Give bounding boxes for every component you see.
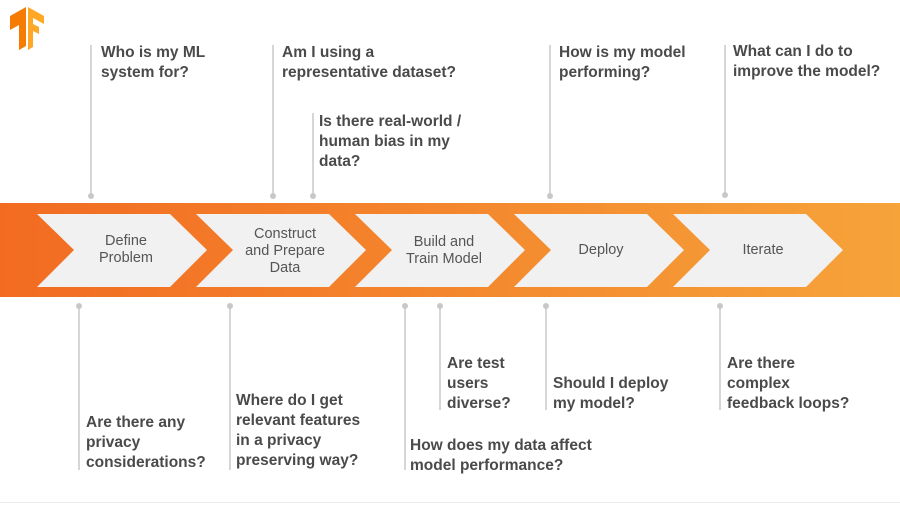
question-test-users-diverse: Are test users diverse? [447, 355, 511, 412]
connector-dot-relevant-features [227, 303, 233, 309]
question-should-deploy: Should I deploy my model? [553, 375, 669, 412]
question-improve-model: What can I do to improve the model? [733, 43, 881, 80]
question-relevant-features: Where do I get relevant features in a pr… [236, 392, 361, 469]
connector-dot-who-is-system-for [88, 193, 94, 199]
stage-label-deploy: Deploy [578, 242, 624, 258]
question-privacy-considerations: Are there any privacy considerations? [86, 414, 206, 471]
stage-label-construct-and-prepare-data: Construct and Prepare Data [245, 226, 325, 276]
bottom-divider [0, 502, 900, 503]
stage-chevron-iterate [673, 214, 843, 287]
connector-dot-improve-model [722, 192, 728, 198]
connector-dot-feedback-loops [717, 303, 723, 309]
question-feedback-loops: Are there complex feedback loops? [727, 355, 850, 412]
stage-label-define-problem: Define Problem [99, 233, 153, 266]
question-representative-dataset: Am I using a representative dataset? [282, 44, 457, 81]
connector-dot-real-world-bias [310, 193, 316, 199]
question-real-world-bias: Is there real-world / human bias in my d… [319, 113, 462, 170]
question-model-performing: How is my model performing? [559, 44, 686, 81]
question-data-affect-performance: How does my data affect model performanc… [410, 437, 592, 474]
stage-label-build-and-train-model: Build and Train Model [405, 234, 483, 267]
stage-chevron-build-and-train-model [355, 214, 525, 287]
stage-chevron-construct-and-prepare-data [196, 214, 366, 287]
stage-chevron-deploy [514, 214, 684, 287]
connector-dot-privacy-considerations [76, 303, 82, 309]
question-who-is-system-for: Who is my ML system for? [101, 44, 206, 81]
connector-dot-data-affect-performance [402, 303, 408, 309]
connector-dot-test-users-diverse [437, 303, 443, 309]
stage-chevron-define-problem [37, 214, 207, 287]
stage-label-iterate: Iterate [742, 242, 784, 258]
connector-dot-should-deploy [543, 303, 549, 309]
connector-dot-model-performing [547, 193, 553, 199]
connector-dot-representative-dataset [270, 193, 276, 199]
tensorflow-logo-icon [10, 7, 44, 50]
